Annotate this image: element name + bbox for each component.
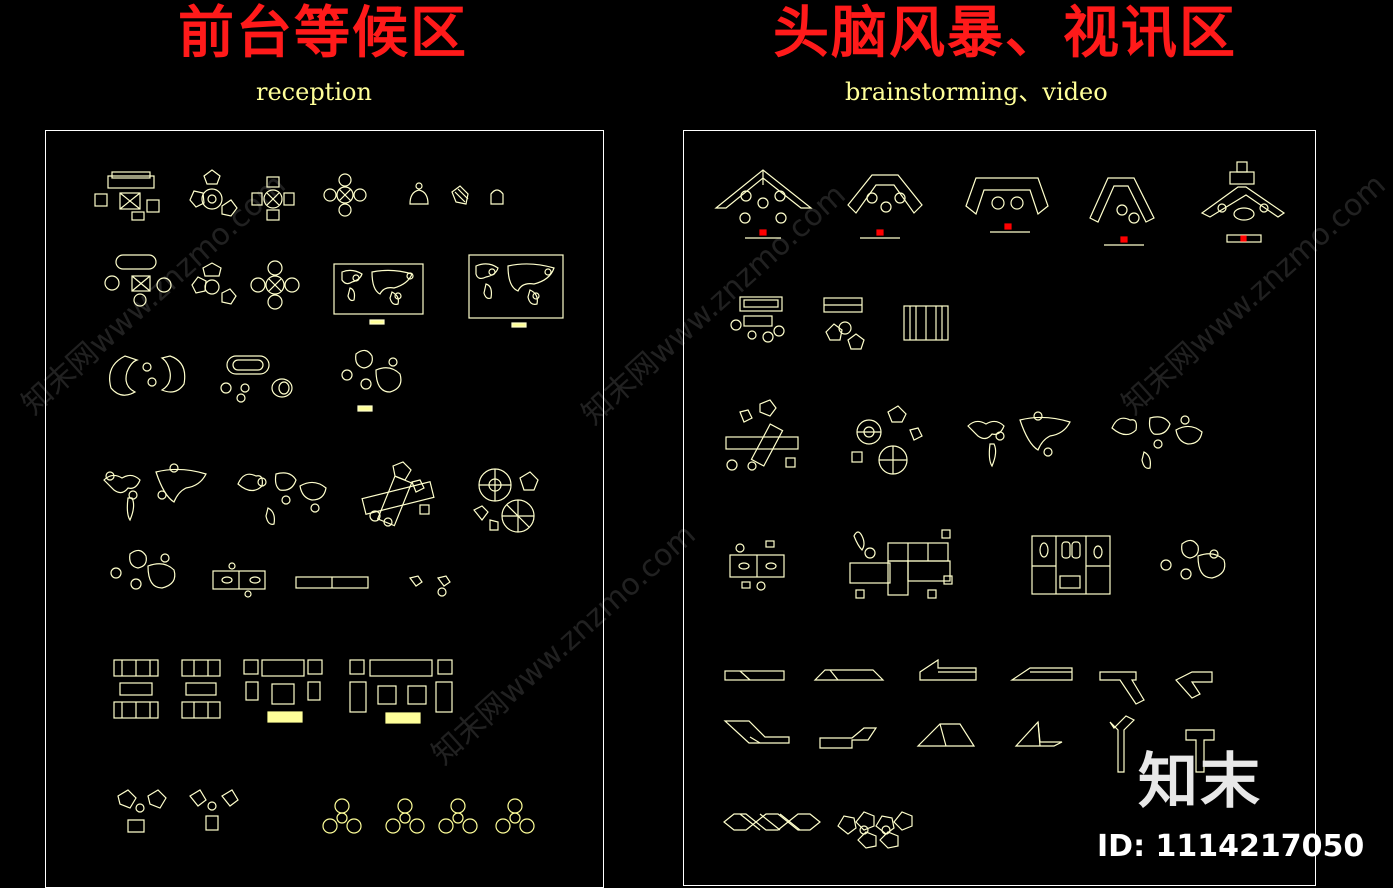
video-conference-table [1200,161,1286,243]
lounge-chair-clusters [322,798,535,834]
map-sofa-cluster-2 [967,411,1071,468]
lounge-chair-trio-1 [117,789,167,833]
world-map-table-1 [333,263,424,325]
crossed-table-group [725,399,799,471]
cross-table-4-chairs [323,173,367,217]
amoeba-sofa-cluster [237,472,327,525]
round-pie-tables [473,468,539,533]
brand-logo: 知末 [1138,747,1262,817]
pentagon-seat-chain [837,811,913,849]
sofa-set-b [181,659,221,719]
round-table-3-chairs [189,169,238,217]
modular-bench-row-1 [724,658,1213,705]
brainstorming-panel [683,130,1316,886]
sofa-tea-set-2 [823,297,865,350]
map-sofa-cluster-1 [103,463,207,522]
conference-table-4 [1089,177,1155,246]
long-bench [295,576,369,589]
hex-bench-chain [723,813,821,831]
right-subtitle: brainstorming、video [845,78,1108,106]
round-table-flower-4 [250,260,300,310]
conference-table-2 [847,174,923,239]
conference-table-1 [714,169,813,239]
right-title: 头脑风暴、视讯区 [773,1,1237,66]
world-map-table-2 [468,254,564,328]
curved-sofa-pair [109,355,186,396]
sofa-set-d [349,659,453,724]
round-table-group [851,405,923,475]
pebble-sofa-cluster-3 [1160,539,1226,580]
sofa-set-a [113,659,159,719]
pebble-sofa-cluster-2 [110,549,176,590]
partition-screens [903,305,949,341]
left-subtitle: reception [256,78,372,106]
sofa-tea-set-1 [730,296,785,343]
sofa-set-c [243,659,323,723]
lounge-chair-trio-2 [189,789,239,831]
workstation-cluster [849,529,953,599]
amoeba-sofa-cluster-2 [1111,415,1203,469]
office-desk-set-2 [729,540,785,591]
sofa-table-set-2 [104,254,172,307]
left-title: 前台等候区 [178,1,468,66]
cad-symbols [94,161,1286,849]
asset-id: ID: 1114217050 [1097,829,1365,864]
office-desk-set-1 [212,562,266,598]
pebble-sofa-cluster-1 [341,349,402,412]
small-chairs-row-2 [408,575,451,597]
lounge-workspace [1031,535,1111,595]
small-chairs-row-1 [409,182,504,205]
crossed-tables-cluster [361,461,435,527]
round-table-4-chairs [251,176,295,221]
modular-bench-row-2 [723,715,1215,773]
oval-sofa-set [220,355,293,403]
conference-table-3 [965,177,1049,233]
sofa-table-set-1 [94,171,160,221]
round-table-flower-3 [191,262,237,305]
